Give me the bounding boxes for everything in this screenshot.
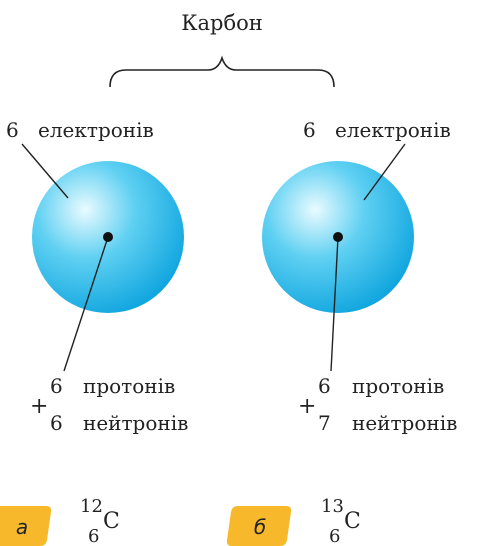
atom-b-tag-label: б (254, 515, 266, 539)
svg-text:6 протонів 7: 6 протонів 7 нейтронів (318, 374, 457, 435)
atom-a-tag-label: а (16, 515, 28, 539)
atom-a-electrons-count: 6 (6, 118, 19, 142)
atom-a: 6 електронів + 6 протонів 6 нейтронів а … (0, 118, 188, 546)
atom-b-neutrons-count: 7 (318, 411, 331, 435)
atom-a-symbol: C (103, 509, 120, 534)
atom-b-symbol: C (344, 509, 361, 534)
atom-a-protons-label: протонів (83, 374, 175, 398)
atom-b-nucleus-dot (333, 232, 343, 242)
atom-b-electrons-label: електронів (335, 118, 451, 142)
atom-a-neutrons-count: 6 (50, 411, 63, 435)
atom-b: 6 електронів + 6 протонів 7 нейтронів б … (227, 118, 458, 546)
svg-text:6 електронів: 6 електронів (6, 118, 154, 142)
atom-b-plus-sign: + (298, 394, 316, 419)
atom-b-atomic-number: 6 (329, 526, 340, 546)
atom-b-neutrons-label: нейтронів (352, 411, 457, 435)
grouping-brace (110, 58, 334, 87)
svg-text:6 протонів 6: 6 протонів 6 нейтронів (50, 374, 188, 435)
atom-a-atomic-number: 6 (88, 526, 99, 546)
atom-b-electrons-count: 6 (303, 118, 316, 142)
atom-a-electron-leader (22, 144, 68, 198)
atom-a-mass-number: 12 (80, 496, 103, 517)
svg-text:6 електронів: 6 електронів (303, 118, 451, 142)
atom-a-electrons-label: електронів (38, 118, 154, 142)
atom-a-plus-sign: + (30, 394, 48, 419)
atom-a-nucleus-dot (103, 232, 113, 242)
atom-b-protons-label: протонів (352, 374, 444, 398)
element-title: Карбон (181, 11, 263, 35)
atom-a-neutrons-label: нейтронів (83, 411, 188, 435)
atom-b-protons-count: 6 (318, 374, 331, 398)
atom-b-mass-number: 13 (321, 496, 344, 517)
atom-a-protons-count: 6 (50, 374, 63, 398)
